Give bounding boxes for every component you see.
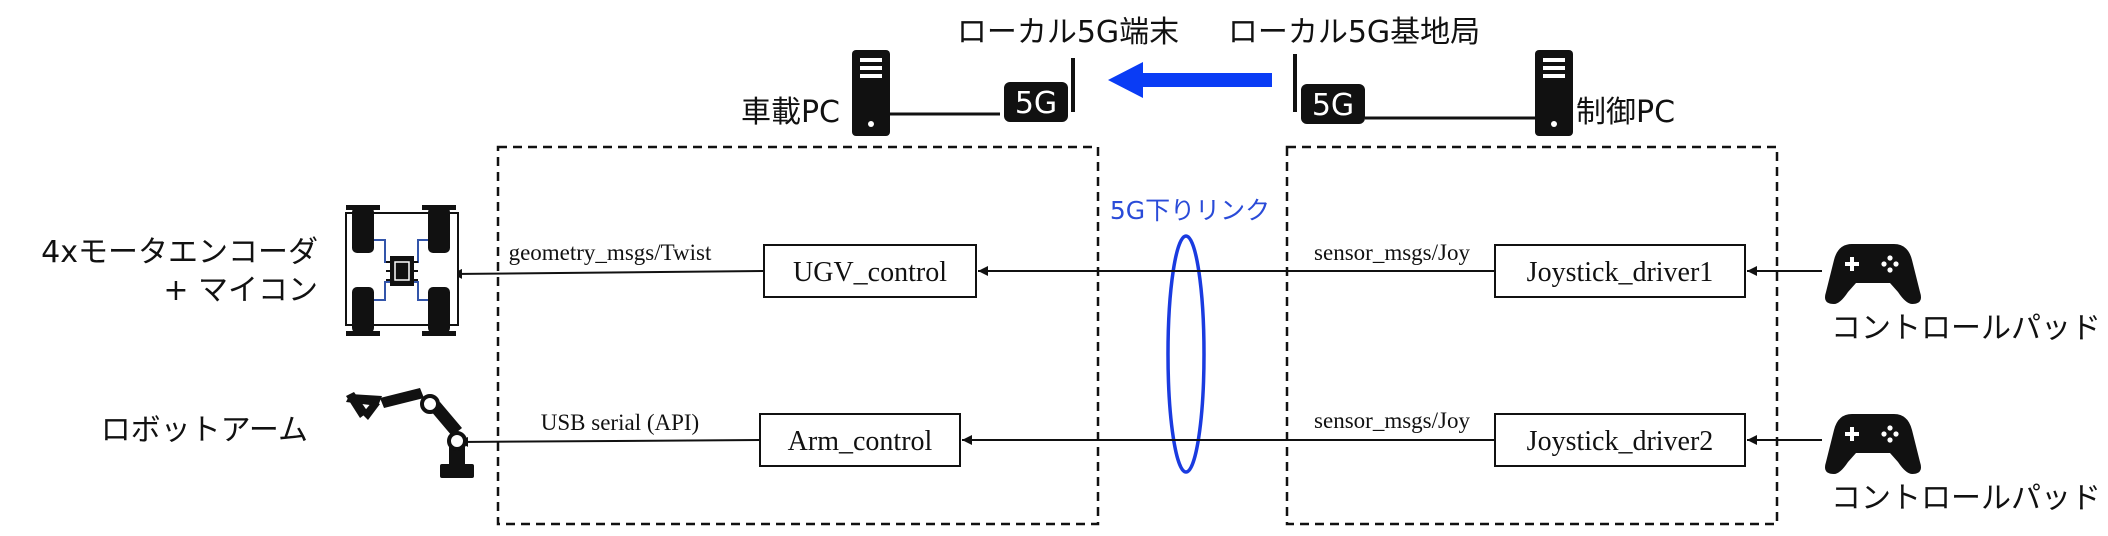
gamepad-top-icon [1825,244,1921,304]
joy-bottom-edge-label: sensor_msgs/Joy [1314,408,1470,433]
gamepad-bottom-icon [1825,414,1921,474]
terminal-5g-badge: 5G [1015,86,1057,121]
joystick-driver2-label: Joystick_driver2 [1527,426,1714,457]
base-station-antenna-icon [1293,54,1535,124]
control-pc-label: 制御PC [1576,95,1675,130]
usb-arrow [457,436,761,447]
twist-arrow [451,268,765,279]
twist-edge-label: geometry_msgs/Twist [509,240,712,265]
joystick-driver1-label: Joystick_driver1 [1527,257,1714,288]
motor-encoder-label-line1: 4xモータエンコーダ [41,235,318,270]
arm-control-node: Arm_control [759,413,961,467]
joystick-driver2-node: Joystick_driver2 [1494,413,1746,467]
gamepad-top-label: コントロールパッド [1831,311,2101,346]
downlink-arrow-icon [1108,62,1272,98]
downlink-label: 5G下りリンク [1110,196,1270,225]
local-5g-base-label: ローカル5G基地局 [1228,15,1480,50]
robot-arm-label: ロボットアーム [101,413,308,448]
terminal-antenna-icon [890,58,1075,122]
base-5g-badge: 5G [1312,88,1354,123]
vehicle-pc-label: 車載PC [741,95,840,130]
arm-control-label: Arm_control [788,426,933,457]
gamepad-bottom-label: コントロールパッド [1831,481,2101,516]
ugv-control-node: UGV_control [763,244,977,298]
motor-encoder-label-line2: + マイコン [163,273,318,308]
downlink-ring-icon [1166,234,1206,474]
ugv-control-label: UGV_control [793,257,947,288]
local-5g-terminal-label: ローカル5G端末 [957,15,1179,50]
usb-edge-label: USB serial (API) [541,410,699,435]
vehicle-pc-server-icon [852,50,890,136]
robot-arm-icon [346,388,474,478]
control-pc-boundary [1285,145,1779,526]
joystick-driver1-node: Joystick_driver1 [1494,244,1746,298]
joy-top-edge-label: sensor_msgs/Joy [1314,240,1470,265]
cpu-board-icon [345,205,459,336]
control-pc-server-icon [1535,50,1573,136]
vehicle-pc-boundary [496,145,1100,526]
